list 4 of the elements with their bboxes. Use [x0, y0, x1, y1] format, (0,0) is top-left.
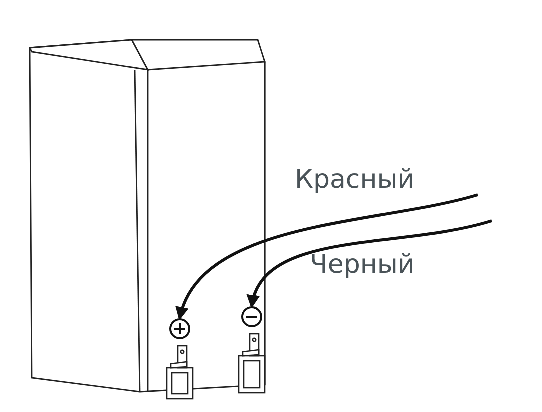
wire-label: Красный: [295, 165, 415, 195]
wire-label: Черный: [310, 250, 415, 280]
wire-arrow: [248, 220, 492, 309]
wire-arrow: [177, 194, 478, 321]
